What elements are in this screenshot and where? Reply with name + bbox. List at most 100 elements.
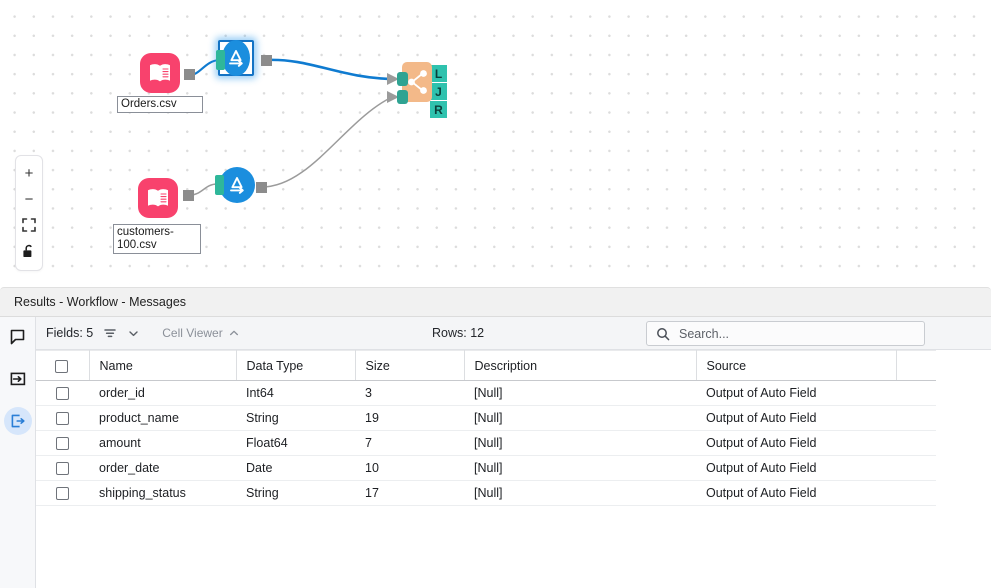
header-data-type[interactable]: Data Type bbox=[236, 350, 356, 381]
cell-source: Output of Auto Field bbox=[696, 480, 896, 506]
auto-field-icon bbox=[222, 40, 250, 76]
chevron-down-icon[interactable] bbox=[127, 327, 140, 340]
row-checkbox[interactable] bbox=[55, 412, 69, 426]
output-data-icon[interactable] bbox=[3, 407, 32, 435]
results-panel-title: Results - Workflow - Messages bbox=[14, 295, 187, 309]
fields-table-head: Name Data Type Size Description Source bbox=[36, 350, 936, 381]
rows-count-label: Rows: 12 bbox=[432, 326, 485, 340]
cell-description: [Null] bbox=[464, 480, 696, 506]
book-file-icon bbox=[138, 178, 178, 218]
join-right-input-port[interactable] bbox=[397, 90, 408, 104]
join-left-input-port[interactable] bbox=[397, 72, 408, 86]
row-checkbox-cell[interactable] bbox=[36, 430, 89, 456]
cell-description: [Null] bbox=[464, 380, 696, 406]
cell-name: product_name bbox=[89, 405, 236, 431]
row-checkbox[interactable] bbox=[55, 437, 69, 451]
join-icon bbox=[397, 62, 432, 104]
orders-output-anchor[interactable] bbox=[184, 69, 195, 80]
cell-size: 10 bbox=[355, 455, 464, 481]
join-output-l[interactable]: L bbox=[430, 65, 447, 82]
cell-description: [Null] bbox=[464, 430, 696, 456]
customers-output-anchor[interactable] bbox=[183, 190, 194, 201]
fields-table-wrapper[interactable]: Name Data Type Size Description Source o… bbox=[36, 350, 991, 588]
cell-data-type: Float64 bbox=[236, 430, 355, 456]
fields-count-label: Fields: 5 bbox=[46, 326, 94, 340]
results-table-toolbar: Fields: 5 Cell Viewer bbox=[36, 317, 991, 350]
cell-size: 17 bbox=[355, 480, 464, 506]
zoom-out-icon[interactable]: − bbox=[24, 190, 34, 208]
cell-source: Output of Auto Field bbox=[696, 380, 896, 406]
canvas-zoom-toolbar[interactable]: + − bbox=[15, 155, 43, 271]
cell-name: order_date bbox=[89, 455, 236, 481]
auto-field-1-output-anchor[interactable] bbox=[261, 55, 272, 66]
results-panel-header[interactable]: Results - Workflow - Messages bbox=[0, 287, 991, 317]
node-label-orders[interactable]: Orders.csv bbox=[117, 96, 203, 113]
cell-data-type: Int64 bbox=[236, 380, 355, 406]
row-checkbox[interactable] bbox=[55, 462, 69, 476]
messages-icon[interactable] bbox=[4, 323, 32, 351]
input-data-icon[interactable] bbox=[4, 365, 32, 393]
unlock-icon[interactable] bbox=[16, 238, 42, 264]
row-checkbox-cell[interactable] bbox=[36, 455, 89, 481]
cell-data-type: String bbox=[236, 405, 355, 431]
cell-description: [Null] bbox=[464, 405, 696, 431]
header-size[interactable]: Size bbox=[355, 350, 465, 381]
cell-spacer bbox=[896, 405, 936, 431]
fields-table: Name Data Type Size Description Source o… bbox=[36, 350, 936, 506]
cell-spacer bbox=[896, 380, 936, 406]
header-source[interactable]: Source bbox=[696, 350, 897, 381]
table-header-row: Name Data Type Size Description Source bbox=[36, 350, 936, 381]
fit-to-screen-icon[interactable] bbox=[16, 212, 42, 238]
book-file-icon bbox=[140, 53, 180, 93]
row-checkbox[interactable] bbox=[55, 487, 69, 501]
cell-spacer bbox=[896, 455, 936, 481]
search-icon bbox=[657, 327, 670, 340]
node-auto-field-2[interactable] bbox=[219, 167, 255, 203]
header-description[interactable]: Description bbox=[464, 350, 697, 381]
cell-name: shipping_status bbox=[89, 480, 236, 506]
chevron-up-icon bbox=[229, 330, 238, 336]
node-orders-input[interactable] bbox=[140, 53, 180, 93]
row-checkbox-cell[interactable] bbox=[36, 480, 89, 506]
join-output-r[interactable]: R bbox=[430, 101, 447, 118]
node-join[interactable] bbox=[397, 62, 432, 104]
cell-size: 7 bbox=[355, 430, 464, 456]
results-icon-rail bbox=[0, 317, 36, 588]
filter-icon[interactable] bbox=[103, 326, 117, 340]
auto-field-2-output-anchor[interactable] bbox=[256, 182, 267, 193]
auto-field-1-input-port[interactable] bbox=[216, 50, 225, 70]
cell-size: 19 bbox=[355, 405, 464, 431]
header-select-all[interactable] bbox=[36, 350, 90, 381]
node-customers-input[interactable] bbox=[138, 178, 178, 218]
header-spacer bbox=[896, 350, 936, 381]
search-input[interactable]: Search... bbox=[646, 321, 925, 346]
header-name[interactable]: Name bbox=[89, 350, 237, 381]
node-label-customers[interactable]: customers- 100.csv bbox=[113, 224, 201, 254]
cell-viewer-toggle[interactable]: Cell Viewer bbox=[162, 326, 239, 340]
cell-source: Output of Auto Field bbox=[696, 430, 896, 456]
cell-size: 3 bbox=[355, 380, 464, 406]
cell-description: [Null] bbox=[464, 455, 696, 481]
join-output-j[interactable]: J bbox=[430, 83, 447, 100]
cell-source: Output of Auto Field bbox=[696, 455, 896, 481]
cell-data-type: Date bbox=[236, 455, 355, 481]
auto-field-2-input-port[interactable] bbox=[215, 175, 224, 195]
row-checkbox[interactable] bbox=[55, 387, 69, 401]
cell-data-type: String bbox=[236, 480, 355, 506]
results-content-column: Fields: 5 Cell Viewer bbox=[36, 317, 991, 588]
row-checkbox-cell[interactable] bbox=[36, 405, 89, 431]
results-panel: Results - Workflow - Messages bbox=[0, 284, 991, 588]
search-placeholder: Search... bbox=[679, 326, 730, 341]
cell-name: amount bbox=[89, 430, 236, 456]
select-all-checkbox[interactable] bbox=[55, 359, 69, 373]
cell-viewer-label: Cell Viewer bbox=[162, 326, 223, 340]
row-checkbox-cell[interactable] bbox=[36, 380, 89, 406]
workflow-canvas[interactable]: + − Orders.csv bbox=[0, 0, 991, 284]
zoom-in-icon[interactable]: + bbox=[24, 164, 34, 182]
